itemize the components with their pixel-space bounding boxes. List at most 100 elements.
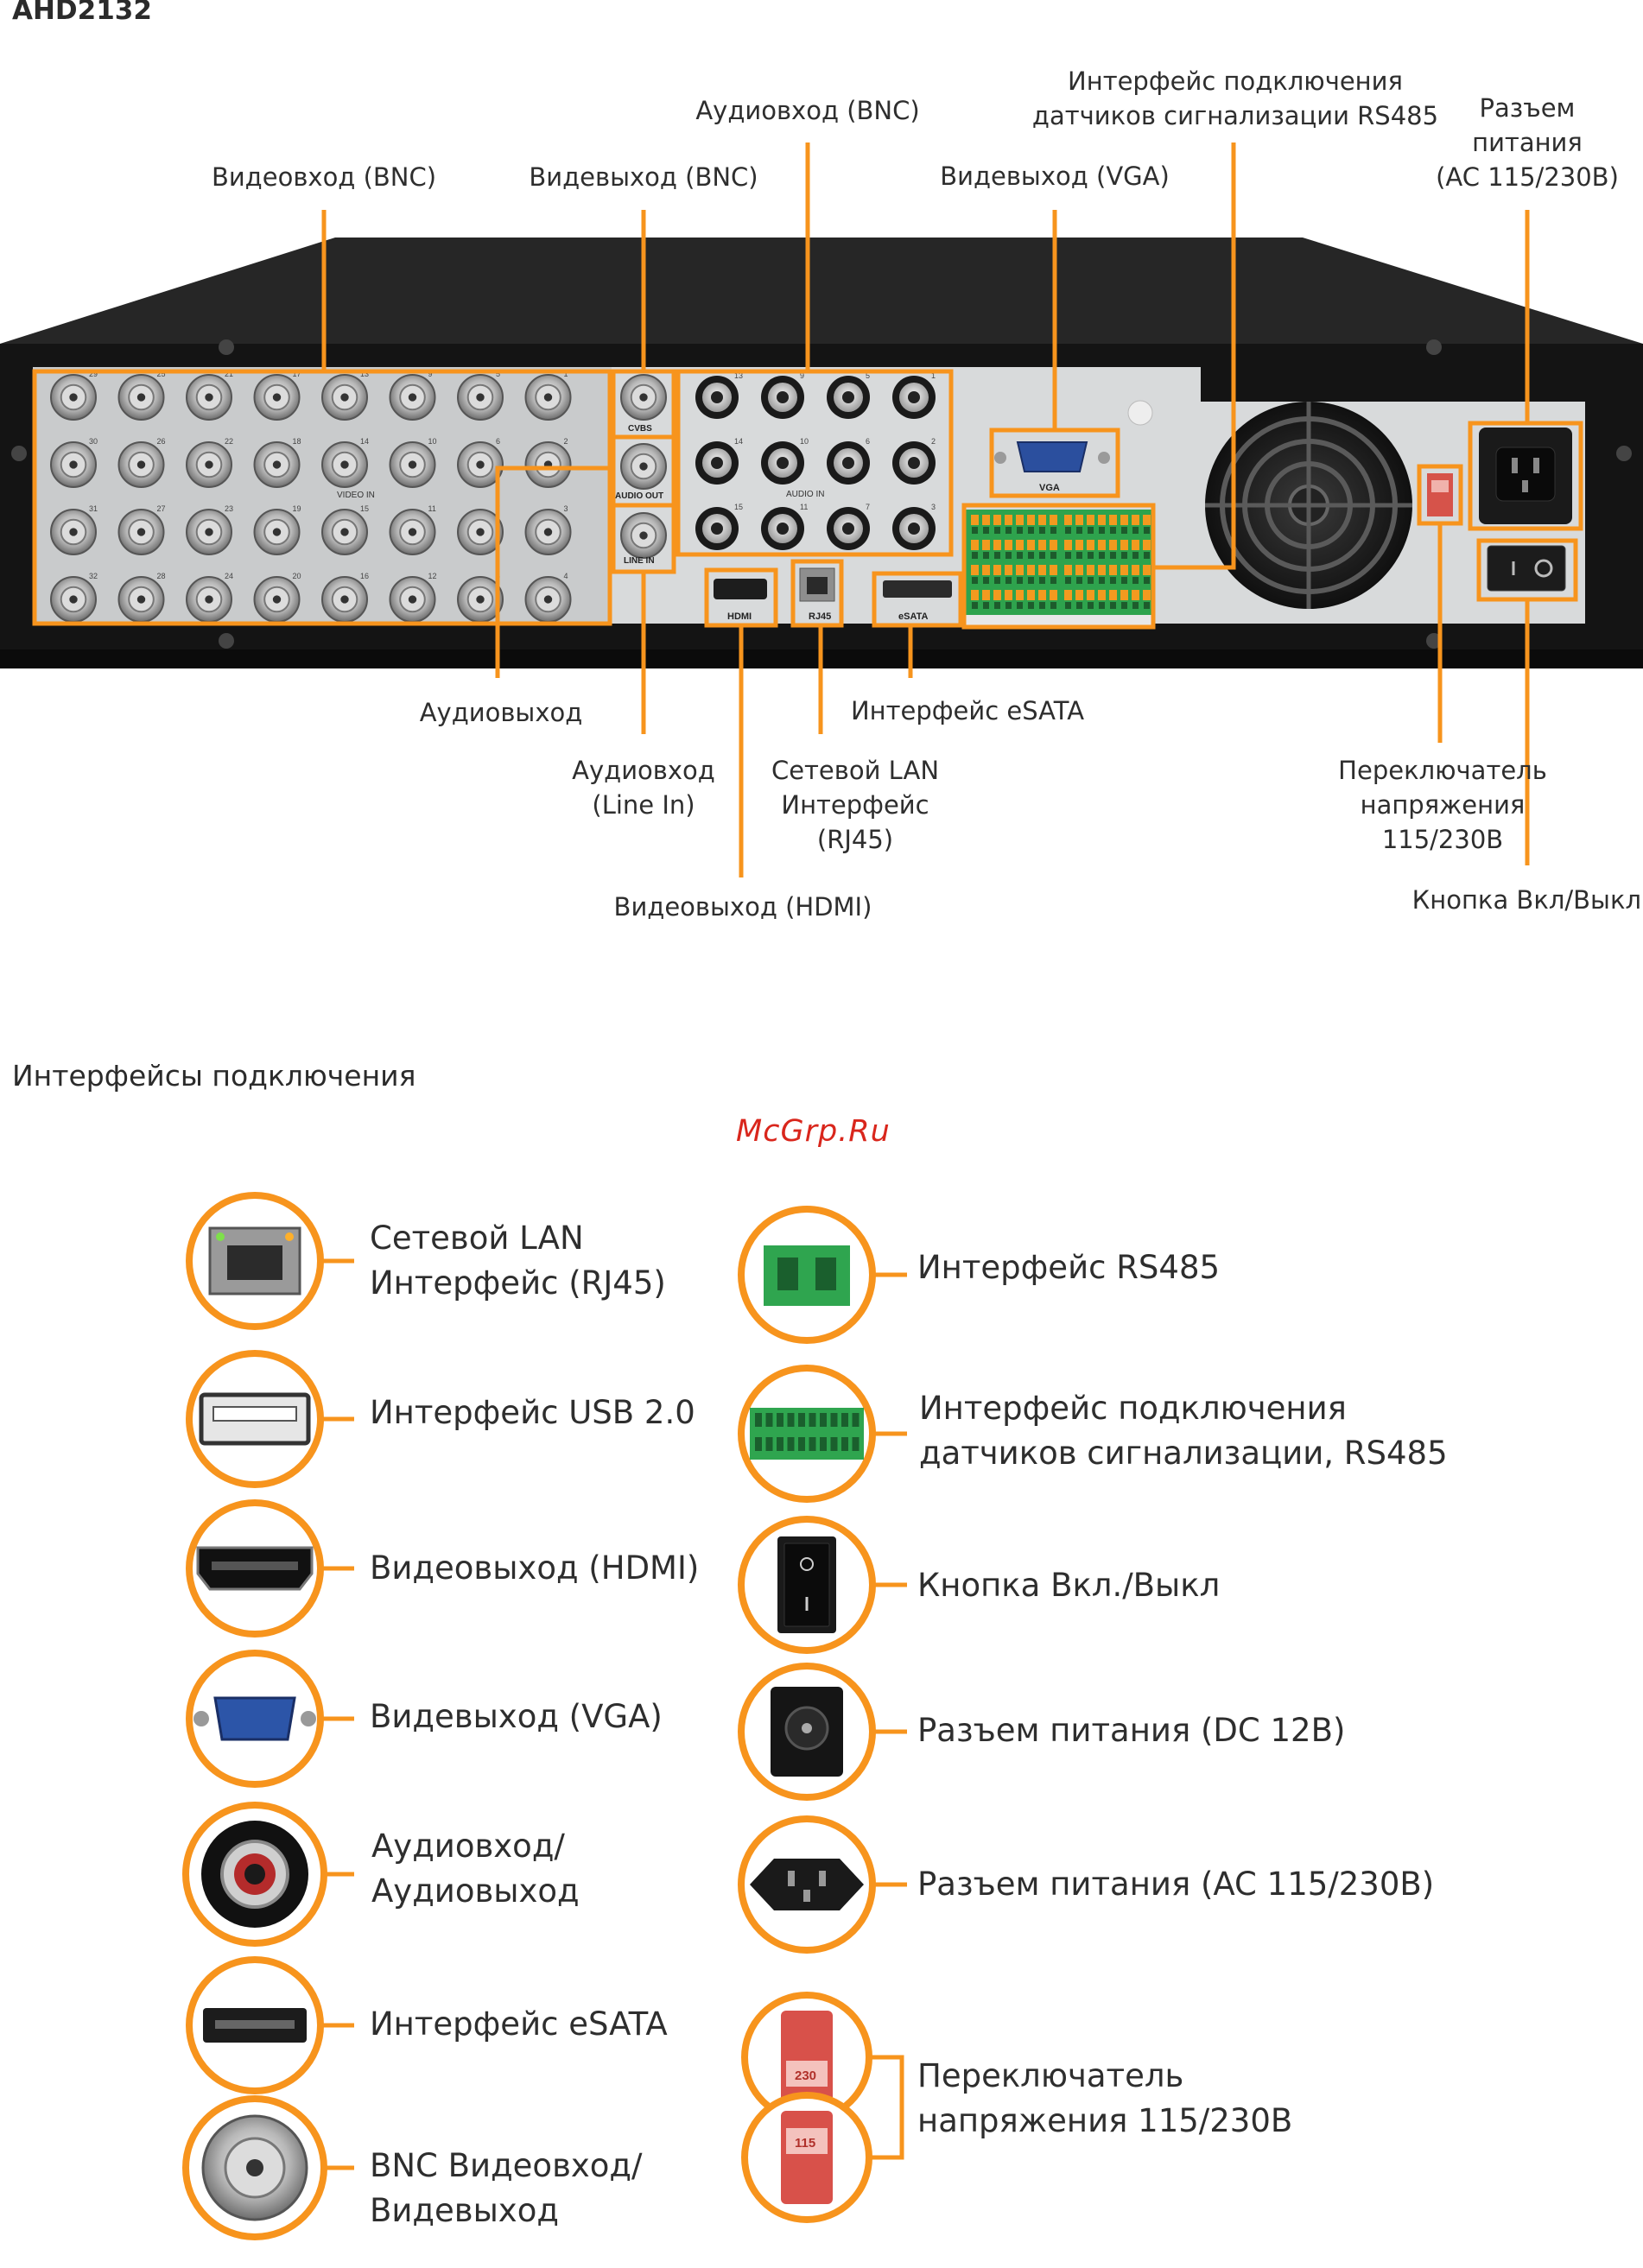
rj45-socket [227, 1245, 282, 1280]
terminal-slot [1017, 577, 1023, 584]
terminal-slot [1028, 527, 1034, 534]
cooling-fan [1205, 402, 1412, 609]
legend-voltage-line2: напряжения 115/230В [917, 2102, 1293, 2139]
bnc-connector [389, 374, 436, 421]
terminal-lever [1005, 540, 1012, 550]
video-in-mark: VIDEO IN [337, 491, 375, 500]
voltage-switch [1427, 473, 1453, 516]
bnc-number: 13 [360, 370, 369, 378]
terminal-slot [1076, 602, 1082, 609]
legend-voltage-line1: Переключатель [917, 2057, 1184, 2094]
bnc-connector [117, 374, 165, 421]
vga-screw [193, 1711, 209, 1726]
terminal-lever [1064, 565, 1072, 575]
bnc-connector [117, 441, 165, 488]
legend-vga: Видевыход (VGA) [370, 1698, 663, 1735]
rca-number: 1 [931, 371, 936, 380]
bnc-number: 30 [89, 437, 98, 446]
rca-number: 11 [800, 503, 808, 511]
bnc-number: 12 [428, 572, 437, 580]
terminal-lever [1038, 590, 1046, 600]
callout-voltage-line3: 115/230В [1381, 825, 1504, 854]
terminal-lever [971, 540, 979, 550]
bnc-connector [524, 441, 572, 488]
bnc-connector [253, 374, 301, 421]
terminal-slot [1132, 527, 1139, 534]
terminal-lever [1005, 565, 1012, 575]
bnc-connector [321, 509, 368, 555]
terminal-slot [983, 552, 989, 559]
terminal-lever [1016, 590, 1024, 600]
terminal-slot [1099, 602, 1105, 609]
bnc-connector [457, 509, 504, 555]
rs485-slot [777, 1258, 798, 1290]
audio-in-box [676, 369, 954, 557]
bnc-connector [186, 441, 232, 488]
terminal-lever [971, 565, 979, 575]
terminal-slot [1028, 602, 1034, 609]
terminal-slot [1076, 552, 1082, 559]
rca-number: 14 [734, 437, 743, 446]
callout-voltage-line2: напряжения [1360, 790, 1526, 820]
legend-rca-line1: Аудиовход/ [371, 1828, 565, 1865]
bnc-connector [321, 576, 368, 623]
terminal-slot [1028, 552, 1034, 559]
terminal-lever [1143, 590, 1151, 600]
terminal-lever [1050, 515, 1057, 525]
terminal-lever [971, 590, 979, 600]
voltage-bracket [869, 2055, 904, 2160]
terminal-lever [1098, 515, 1106, 525]
terminal-slot [972, 577, 978, 584]
alarm-slot [798, 1413, 805, 1427]
line-in-mark: LINE IN [624, 556, 655, 566]
bnc-connector [620, 374, 667, 421]
terminal-lever [1143, 515, 1151, 525]
rca-jack [892, 507, 936, 550]
callout-audio-line-in-line2: (Line In) [592, 790, 695, 820]
callout-power-line1: Разъем [1479, 93, 1576, 123]
terminal-slot [1017, 527, 1023, 534]
terminal-slot [983, 527, 989, 534]
terminal-slot [1121, 602, 1127, 609]
cvbs-mark: CVBS [628, 424, 652, 434]
alarm-slot [830, 1437, 838, 1451]
alarm-terminal-blocks [966, 510, 1151, 625]
rca-number: 9 [800, 371, 804, 380]
audio-out-mark: AUDIO OUT [615, 491, 663, 501]
terminal-lever [1075, 515, 1083, 525]
terminal-slot [994, 552, 1000, 559]
terminal-lever [1109, 540, 1117, 550]
terminal-slot [1088, 577, 1094, 584]
terminal-lever [1132, 515, 1139, 525]
terminal-slot [972, 552, 978, 559]
bnc-connector [186, 509, 232, 555]
bnc-connector [50, 509, 97, 555]
terminal-slot [1099, 552, 1105, 559]
terminal-slot [1099, 577, 1105, 584]
rca-jack [695, 507, 739, 550]
watermark: McGrp.Ru [736, 1114, 891, 1149]
terminal-slot [1132, 577, 1139, 584]
bnc-connector [389, 509, 436, 555]
terminal-lever [982, 590, 990, 600]
vga-shell [213, 1696, 296, 1741]
bnc-connector [524, 576, 572, 623]
terminal-lever [1087, 515, 1094, 525]
terminal-lever [1027, 540, 1035, 550]
rca-jack [695, 441, 739, 485]
alarm-slot [777, 1413, 783, 1427]
terminal-slot [983, 577, 989, 584]
terminal-slot [994, 577, 1000, 584]
vga-screw [301, 1711, 316, 1726]
legend-alarm-line2: датчиков сигнализации, RS485 [919, 1435, 1448, 1472]
terminal-slot [1076, 577, 1082, 584]
terminal-lever [1064, 515, 1072, 525]
terminal-slot [1050, 602, 1056, 609]
rj45-mark: RJ45 [809, 611, 831, 622]
bnc-number: 14 [360, 437, 369, 446]
bnc-number: 18 [293, 437, 301, 446]
terminal-slot [1121, 552, 1127, 559]
alarm-slot [809, 1413, 816, 1427]
